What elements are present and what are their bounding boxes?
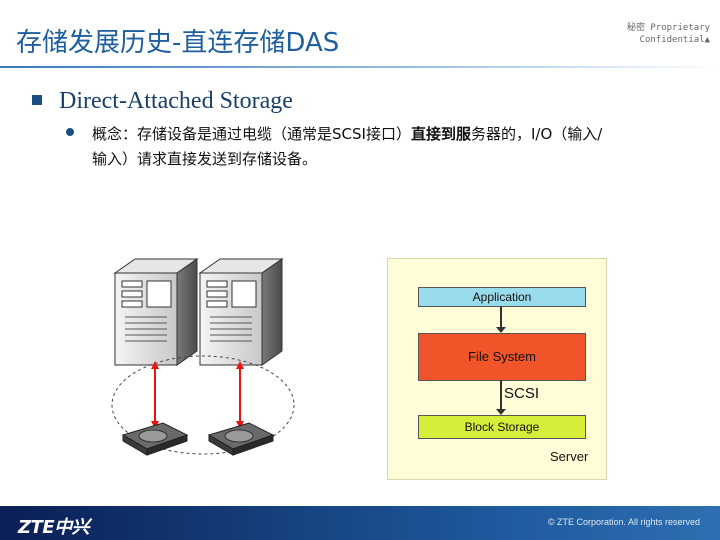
hard-disk-icon xyxy=(123,423,187,455)
zte-logo: ZTE中兴 xyxy=(18,513,89,539)
slide-title: 存储发展历史-直连存储DAS xyxy=(16,22,339,59)
block-storage-box: Block Storage xyxy=(418,415,586,439)
confidential-line-1: 秘密 Proprietary xyxy=(627,22,710,34)
das-stack-diagram: Application File System SCSI Block Stora… xyxy=(387,258,607,480)
confidential-label: 秘密 Proprietary Confidential▲ xyxy=(627,22,710,46)
down-arrow xyxy=(500,380,502,412)
bullet-level2-text: 概念：存储设备是通过电缆（通常是SCSI接口）直接到服务器的，I/O（输入/输入… xyxy=(92,122,612,172)
application-box: Application xyxy=(418,287,586,307)
bullet-level2-part1: 概念：存储设备是通过电缆（通常是SCSI接口） xyxy=(92,125,411,143)
title-underline xyxy=(0,66,720,68)
server-label: Server xyxy=(550,449,588,464)
bullet-level1-text: Direct-Attached Storage xyxy=(59,88,293,115)
bullet-level2-bold: 直接到服 xyxy=(411,125,471,143)
hard-disk-icon xyxy=(209,423,273,455)
file-system-box: File System xyxy=(418,333,586,381)
copyright-text: © ZTE Corporation. All rights reserved xyxy=(548,517,700,527)
confidential-line-2: Confidential▲ xyxy=(627,34,710,46)
server-tower-icon xyxy=(200,259,282,365)
square-bullet-icon xyxy=(32,95,42,105)
footer-bar: ZTE中兴 © ZTE Corporation. All rights rese… xyxy=(0,506,720,540)
server-tower-icon xyxy=(115,259,197,365)
servers-and-disks-illustration xyxy=(105,255,365,470)
scsi-label: SCSI xyxy=(504,385,539,402)
round-bullet-icon xyxy=(66,128,74,136)
